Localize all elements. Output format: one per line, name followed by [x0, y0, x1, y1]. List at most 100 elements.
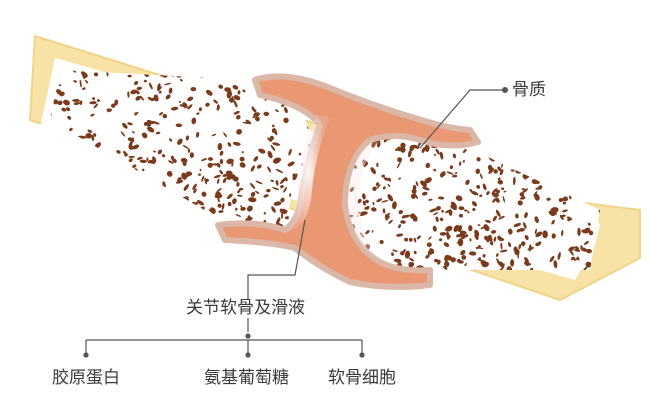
bone-speckle — [479, 173, 483, 180]
bone-speckle — [281, 212, 284, 219]
bone-speckle — [517, 118, 525, 124]
bone-speckle — [198, 107, 202, 112]
bone-speckle — [267, 166, 272, 173]
bone-speckle — [459, 230, 467, 235]
bone-speckle — [110, 103, 116, 108]
bone-speckle — [248, 197, 257, 203]
bone-speckle — [532, 152, 536, 157]
bone-speckle — [435, 206, 441, 211]
bone-speckle — [113, 191, 121, 198]
bone-speckle — [396, 161, 401, 169]
bone-speckle — [298, 152, 302, 156]
bone-speckle — [168, 87, 173, 94]
bone-speckle — [433, 212, 439, 216]
bone-speckle — [243, 58, 248, 62]
leader-cartilage — [247, 219, 306, 300]
bone-speckle — [69, 127, 73, 132]
bone-speckle — [400, 250, 405, 256]
bone-speckle — [491, 129, 495, 135]
bone-speckle — [89, 198, 96, 205]
bone-speckle — [279, 177, 287, 184]
bone-speckle — [95, 174, 100, 178]
bone-speckle — [250, 191, 256, 197]
bone-speckle — [253, 112, 260, 117]
bone-speckle — [164, 82, 172, 86]
bone-speckle — [370, 167, 376, 175]
bone-speckle — [117, 187, 123, 193]
bone-speckle — [475, 246, 479, 250]
bone-speckle — [472, 279, 477, 284]
bone-speckle — [213, 59, 218, 64]
bone-speckle — [275, 217, 281, 225]
bone-speckle — [512, 176, 516, 186]
bone-speckle — [470, 117, 476, 123]
bone-speckle — [191, 117, 197, 125]
bone-speckle — [586, 169, 592, 176]
bone-speckle — [581, 229, 586, 233]
bone-speckle — [501, 187, 505, 191]
bone-speckle — [247, 215, 251, 220]
bone-speckle — [156, 203, 163, 209]
bone-speckle — [93, 133, 97, 137]
bone-speckle — [132, 164, 137, 168]
bone-speckle — [143, 121, 148, 126]
synovial-glow-left — [288, 115, 330, 232]
bone-speckle — [462, 148, 467, 154]
bone-speckle — [175, 235, 180, 239]
bone-speckle — [521, 125, 527, 127]
bone-speckle — [572, 125, 578, 129]
bone-speckle — [90, 223, 96, 230]
bone-speckle — [139, 159, 147, 164]
bone-speckle — [197, 200, 204, 206]
bone-speckle — [357, 198, 362, 204]
bone-speckle — [181, 227, 187, 234]
bone-speckle — [495, 253, 499, 257]
bone-speckle — [544, 169, 549, 173]
bone-speckle — [511, 135, 515, 141]
bone-speckle — [443, 265, 448, 270]
bone-speckle — [465, 179, 470, 185]
bone-speckle — [149, 240, 156, 246]
bone-speckle — [485, 219, 491, 223]
bone-speckle — [365, 230, 370, 235]
bone-speckle — [289, 193, 292, 197]
bone-speckle — [202, 73, 207, 77]
bone-speckle — [566, 155, 571, 161]
bone-speckle — [465, 279, 471, 286]
bone-speckle — [476, 185, 481, 189]
bone-speckle — [375, 182, 380, 187]
bone-speckle — [56, 144, 60, 150]
bone-speckle — [541, 146, 544, 150]
bone-speckle — [160, 60, 163, 64]
bone-speckle — [251, 106, 256, 113]
bone-speckle — [119, 165, 124, 170]
bone-speckle — [510, 169, 515, 172]
bone-speckle — [510, 259, 515, 267]
bone-speckle — [82, 72, 87, 79]
bone-speckle — [217, 197, 220, 203]
bone-speckle — [74, 144, 80, 152]
bone-speckle — [446, 171, 454, 175]
bone-speckle — [233, 95, 241, 101]
bone-speckle — [541, 125, 547, 129]
bone-speckle — [444, 260, 450, 268]
bone-speckle — [493, 169, 498, 174]
bone-speckle — [478, 244, 481, 248]
bone-speckle — [152, 60, 158, 65]
bone-speckle — [458, 279, 465, 287]
bone-speckle — [104, 162, 109, 167]
bone-speckle — [467, 211, 470, 214]
bone-speckle — [201, 191, 207, 197]
bone-speckle — [427, 250, 433, 256]
bone-speckle — [571, 150, 576, 156]
bone-speckle — [464, 209, 468, 212]
bone-speckle — [236, 194, 243, 197]
bone-speckle — [245, 119, 252, 125]
label-glucosamine: 氨基葡萄糖 — [204, 368, 289, 388]
bone-speckle — [235, 115, 241, 120]
bone-speckle — [128, 140, 133, 149]
bone-speckle — [408, 237, 413, 242]
bone-speckle — [522, 195, 525, 198]
bone-speckle — [187, 148, 190, 153]
bone-speckle — [225, 170, 233, 176]
